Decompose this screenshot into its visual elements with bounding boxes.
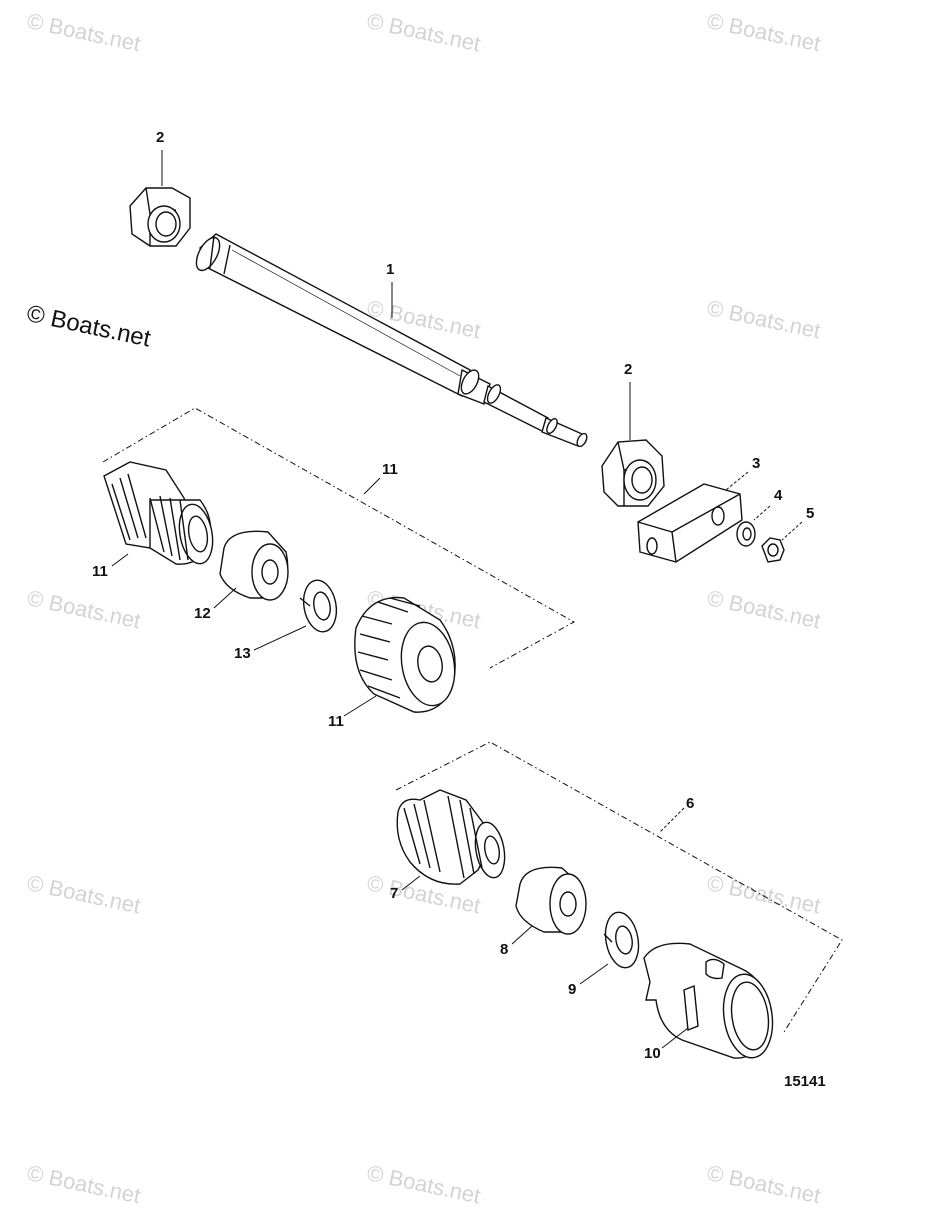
callout-2: 2 — [156, 129, 164, 146]
slotted-sleeve-10 — [643, 942, 774, 1059]
shaft — [195, 233, 588, 448]
callout-6: 6 — [686, 795, 694, 812]
threaded-fitting-7 — [396, 789, 506, 885]
knurled-nut-11 — [354, 596, 456, 713]
sleeve-8 — [515, 866, 587, 935]
snap-ring-9 — [603, 911, 640, 969]
sleeve-12 — [219, 530, 289, 601]
callout-4: 4 — [774, 487, 783, 504]
callout-11: 11 — [382, 461, 398, 478]
callout-7: 7 — [390, 885, 398, 902]
small-nut — [761, 537, 785, 563]
figure-number: 15141 — [784, 1073, 826, 1090]
threaded-fitting-11 — [103, 461, 214, 565]
callout-8: 8 — [500, 941, 508, 958]
callout-13: 13 — [234, 645, 251, 662]
callout-5: 5 — [806, 505, 814, 522]
washer — [736, 521, 756, 547]
callout-11: 11 — [92, 563, 108, 580]
assembly-11-bracket — [102, 407, 576, 669]
callout-9: 9 — [568, 981, 576, 998]
snap-ring-13 — [299, 579, 338, 633]
link-block — [637, 483, 743, 563]
hex-nut-lower — [601, 439, 665, 507]
leader-lines — [111, 150, 803, 1049]
hex-nut-upper — [129, 187, 191, 247]
callout-1: 1 — [386, 261, 394, 278]
callout-3: 3 — [752, 455, 760, 472]
callout-11: 11 — [328, 713, 344, 730]
callout-10: 10 — [644, 1045, 661, 1062]
callout-12: 12 — [194, 605, 211, 622]
assembly-6-bracket — [395, 741, 843, 1033]
callout-2: 2 — [624, 361, 632, 378]
